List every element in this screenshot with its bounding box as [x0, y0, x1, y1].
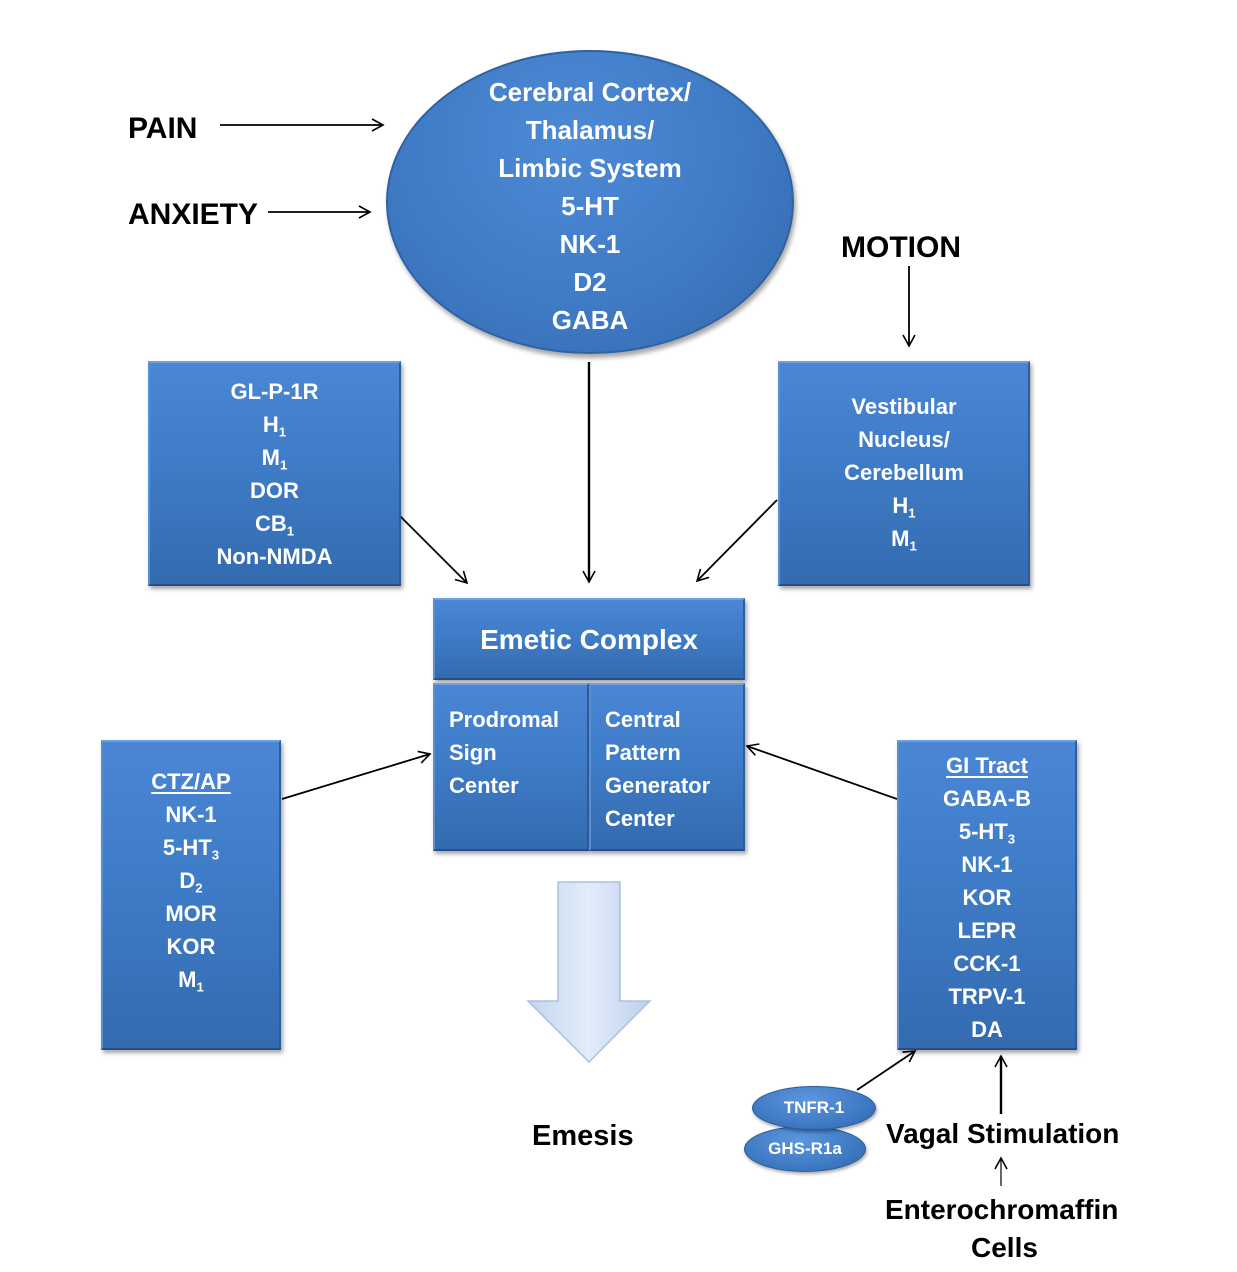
- receptor-item-label: TRPV-1: [948, 984, 1026, 1009]
- receptor-item-label: GABA-B: [943, 786, 1031, 811]
- receptor-item: H1: [780, 489, 1028, 522]
- stimulus-pain: PAIN: [128, 112, 198, 145]
- cpg-line: Central: [605, 707, 681, 732]
- tnfr-1-label: TNFR-1: [783, 1098, 845, 1117]
- receptor-item-label: NK-1: [165, 802, 217, 827]
- receptor-item: GL-P-1R: [150, 375, 399, 408]
- stimulus-anxiety: ANXIETY: [128, 198, 259, 231]
- receptor-item-label: 5-HT: [162, 835, 212, 860]
- receptor-item-subscript: 1: [286, 523, 295, 539]
- receptor-item-label: Non-NMDA: [216, 544, 333, 569]
- arrow-left-box-to-emetic: [399, 515, 469, 585]
- receptor-item-label: CB: [254, 511, 287, 536]
- cpg-line: Pattern: [605, 740, 681, 765]
- vagal-stimulation-label: Vagal Stimulation: [886, 1118, 1120, 1149]
- receptor-item-subscript: 1: [909, 538, 917, 554]
- receptor-item-subscript: 3: [211, 847, 220, 863]
- ctz-heading: CTZ/AP: [151, 769, 231, 794]
- cortex-node: Cerebral Cortex/Thalamus/Limbic System 5-…: [386, 50, 794, 354]
- receptor-item: CCK-1: [899, 947, 1075, 980]
- receptor-item: GABA-B: [899, 782, 1075, 815]
- cells-label: Cells: [971, 1232, 1038, 1263]
- cortex-line: NK-1: [559, 229, 621, 259]
- receptor-item: LEPR: [899, 914, 1075, 947]
- receptor-item-subscript: 3: [1007, 831, 1016, 847]
- receptor-item-label: LEPR: [957, 918, 1017, 943]
- receptor-item: KOR: [103, 930, 279, 963]
- emesis-block-arrow: [526, 881, 652, 1064]
- receptor-item-label: GL-P-1R: [230, 379, 319, 404]
- receptor-item: D2: [103, 864, 279, 897]
- receptor-item: KOR: [899, 881, 1075, 914]
- ghs-r1a-receptor: GHS-R1a: [744, 1126, 866, 1172]
- receptor-item-label: M: [178, 967, 197, 992]
- receptor-item-subscript: 1: [279, 457, 288, 473]
- cpg-line: Generator: [605, 773, 711, 798]
- emetic-complex-title: Emetic Complex: [433, 598, 745, 680]
- receptor-item: DOR: [150, 474, 399, 507]
- receptor-item-label: KOR: [962, 885, 1012, 910]
- arrow-ctz-to-emetic: [281, 750, 432, 800]
- receptor-item-label: 5-HT: [958, 819, 1008, 844]
- cortex-line: Limbic System: [498, 153, 682, 183]
- tnfr-1-receptor: TNFR-1: [752, 1086, 876, 1130]
- receptor-item-label: M: [891, 526, 910, 551]
- receptor-item-subscript: 1: [908, 505, 916, 521]
- prodromal-line: Sign: [449, 740, 497, 765]
- gi-heading: GI Tract: [946, 753, 1028, 778]
- vestibular-line: Vestibular: [851, 394, 957, 419]
- receptor-item-label: M: [261, 445, 280, 470]
- receptor-item-label: DA: [971, 1017, 1003, 1042]
- receptor-item: M1: [780, 522, 1028, 555]
- receptor-item-label: MOR: [165, 901, 217, 926]
- receptor-item: CB1: [150, 507, 399, 540]
- receptor-item-label: DOR: [250, 478, 299, 503]
- receptor-item-label: NK-1: [961, 852, 1013, 877]
- cortex-line: GABA: [551, 305, 629, 335]
- cortex-line: Cerebral Cortex/: [488, 77, 692, 107]
- receptor-item: M1: [150, 441, 399, 474]
- arrow-gi-to-emetic: [745, 743, 898, 800]
- receptor-item-label: H: [262, 412, 279, 437]
- receptor-item: H1: [150, 408, 399, 441]
- receptor-item: Non-NMDA: [150, 540, 399, 573]
- vestibular-line: Nucleus/: [858, 427, 950, 452]
- receptor-item: TRPV-1: [899, 980, 1075, 1013]
- vestibular-line: Cerebellum: [844, 460, 964, 485]
- receptor-item: NK-1: [899, 848, 1075, 881]
- receptor-item-label: CCK-1: [953, 951, 1021, 976]
- cortex-line: 5-HT: [561, 191, 619, 221]
- receptor-item: 5-HT3: [899, 815, 1075, 848]
- receptor-item-subscript: 2: [195, 880, 203, 896]
- arrow-tnfr-to-gi: [856, 1050, 917, 1091]
- receptor-item: M1: [103, 963, 279, 996]
- receptor-item: MOR: [103, 897, 279, 930]
- receptor-item-subscript: 1: [196, 979, 204, 995]
- ghs-r1a-label: GHS-R1a: [768, 1139, 842, 1158]
- arrow-vestibular-to-emetic: [695, 499, 778, 583]
- receptor-item-label: KOR: [166, 934, 216, 959]
- receptor-item: NK-1: [103, 798, 279, 831]
- receptor-item-label: H: [892, 493, 909, 518]
- prodromal-line: Prodromal: [449, 707, 560, 732]
- cortex-line: D2: [573, 267, 607, 297]
- receptor-item-label: D: [179, 868, 196, 893]
- emetic-complex-label: Emetic Complex: [480, 624, 698, 655]
- enterochromaffin-label: Enterochromaffin: [885, 1194, 1119, 1225]
- emesis-label: Emesis: [532, 1120, 634, 1152]
- receptor-item-subscript: 1: [278, 424, 287, 440]
- receptor-item: 5-HT3: [103, 831, 279, 864]
- cpg-line: Center: [605, 806, 675, 831]
- cortex-line: Thalamus/: [525, 115, 655, 145]
- stimulus-motion: MOTION: [841, 231, 961, 264]
- prodromal-line: Center: [449, 773, 519, 798]
- receptor-item: DA: [899, 1013, 1075, 1046]
